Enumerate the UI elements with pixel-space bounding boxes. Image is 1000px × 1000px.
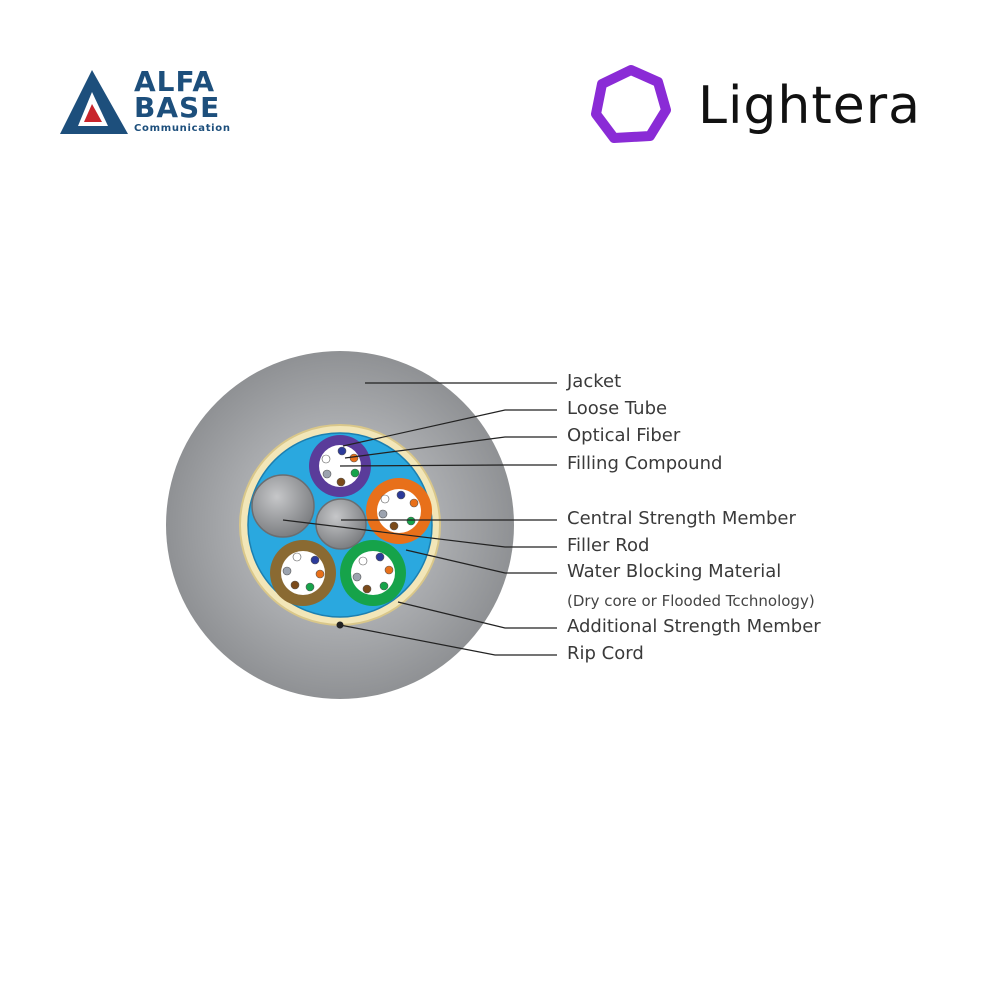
optical-fiber (362, 584, 372, 594)
optical-fiber (379, 581, 389, 591)
leader-lines (282, 382, 557, 656)
leader-line-optical-fiber (344, 436, 557, 459)
alfa-triangle-logo-icon (60, 70, 128, 134)
optical-fiber (406, 516, 416, 526)
alfa-logo-line3: Communication (134, 123, 231, 134)
leader-line-loose-tube (342, 409, 557, 447)
callout-loose-tube: Loose Tube (567, 398, 668, 419)
optical-fiber (310, 555, 320, 565)
lightera-heptagon-logo-icon (591, 65, 671, 143)
optical-fiber (322, 469, 332, 479)
optical-fiber (409, 498, 419, 508)
leader-line-rip-cord (339, 624, 557, 656)
filler-rod (251, 474, 315, 538)
optical-fiber (378, 509, 388, 519)
optical-fiber (358, 556, 368, 566)
alfa-logo-line1: ALFA (134, 65, 216, 98)
leader-line-filling-compound (339, 464, 557, 467)
callout-additional-strength-member: Additional Strength Member (567, 616, 821, 637)
leader-line-water-blocking-material (405, 549, 557, 574)
leader-line-filler-rod (282, 519, 557, 548)
callout-central-strength-member: Central Strength Member (567, 508, 796, 529)
optical-fiber (349, 453, 359, 463)
optical-fiber (336, 477, 346, 487)
optical-fiber (350, 468, 360, 478)
loose-tube-brown (270, 540, 336, 606)
optical-fiber (352, 572, 362, 582)
callout-technology-note: (Dry core or Flooded Tcchnology) (567, 592, 815, 610)
leader-line-additional-strength-member (397, 601, 557, 629)
callout-rip-cord: Rip Cord (567, 643, 644, 664)
optical-fiber (305, 582, 315, 592)
lightera-logo: Lightera (590, 64, 950, 146)
alfa-base-logo: ALFA BASE Communication (58, 66, 233, 138)
optical-fiber (337, 446, 347, 456)
optical-fiber (282, 566, 292, 576)
optical-fiber (315, 569, 325, 579)
optical-fiber (321, 454, 331, 464)
callout-water-blocking-material: Water Blocking Material (567, 561, 782, 582)
lightera-wordmark: Lightera (698, 76, 922, 136)
callout-jacket: Jacket (567, 371, 622, 392)
optical-fiber (396, 490, 406, 500)
callout-optical-fiber: Optical Fiber (567, 425, 681, 446)
callout-filling-compound: Filling Compound (567, 453, 723, 474)
optical-fiber (389, 521, 399, 531)
optical-fiber (375, 552, 385, 562)
optical-fiber (380, 494, 390, 504)
callout-filler-rod: Filler Rod (567, 535, 650, 556)
loose-tube-green (340, 540, 406, 606)
optical-fiber (384, 565, 394, 575)
alfa-logo-line2: BASE (134, 91, 221, 124)
central-strength-member (315, 498, 367, 550)
loose-tube-orange (366, 478, 432, 544)
optical-fiber (290, 580, 300, 590)
optical-fiber (292, 552, 302, 562)
